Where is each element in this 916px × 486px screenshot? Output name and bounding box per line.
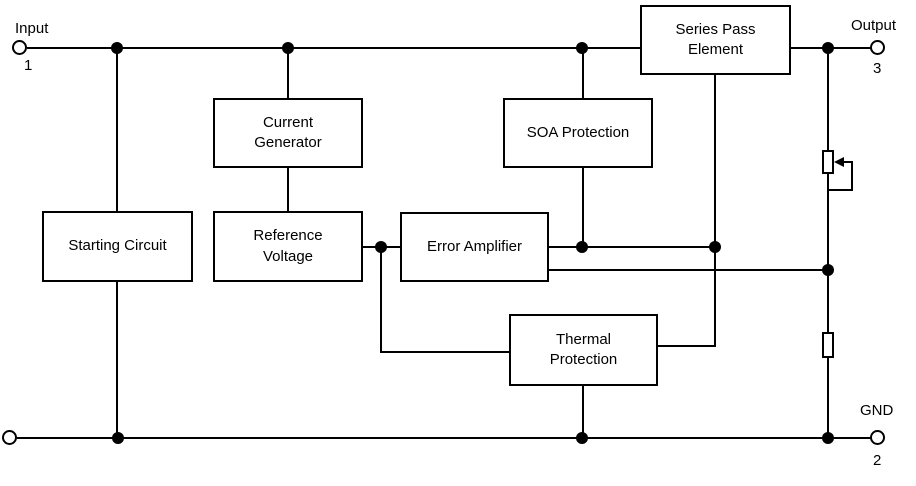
- output-label: Output: [851, 17, 897, 34]
- junction-dot: [822, 432, 834, 444]
- wire-rail-to-current-generator: [287, 48, 289, 99]
- block-soa-protection: SOA Protection: [503, 98, 653, 168]
- junction-dot: [576, 42, 588, 54]
- wiper-arrow-line: [843, 161, 853, 163]
- junction-dot: [112, 432, 124, 444]
- block-reference-voltage: Reference Voltage: [213, 211, 363, 282]
- gnd-pin-number: 2: [873, 452, 882, 469]
- wire-node-to-thermal-left: [380, 351, 511, 353]
- wire-starting-circuit-to-ground: [116, 281, 118, 438]
- junction-dot: [576, 241, 588, 253]
- wire-output-rail-middle: [827, 173, 829, 333]
- wire-input-top-rail: [27, 47, 641, 49]
- wiper-return-horizontal: [828, 189, 853, 191]
- junction-dot: [111, 42, 123, 54]
- input-label: Input: [15, 20, 49, 37]
- block-series-pass-element: Series Pass Element: [640, 5, 791, 75]
- junction-dot: [822, 264, 834, 276]
- block-thermal-protection: Thermal Protection: [509, 314, 658, 386]
- wire-error-amplifier-upper-output: [548, 246, 716, 248]
- junction-dot: [709, 241, 721, 253]
- wire-output-rail-lower: [827, 357, 829, 438]
- junction-dot: [576, 432, 588, 444]
- wire-soa-protection-to-error-output: [582, 167, 584, 248]
- gnd-terminal-icon: [870, 430, 885, 445]
- junction-dot: [822, 42, 834, 54]
- block-error-amplifier: Error Amplifier: [400, 212, 549, 282]
- output-pin-number: 3: [873, 60, 882, 77]
- wire-rail-to-starting-circuit: [116, 48, 118, 212]
- block-current-generator: Current Generator: [213, 98, 363, 168]
- junction-dot: [375, 241, 387, 253]
- wire-rail-to-soa-protection: [582, 48, 584, 99]
- block-starting-circuit: Starting Circuit: [42, 211, 193, 282]
- bottom-left-terminal-icon: [2, 430, 17, 445]
- wire-output-rail-upper: [827, 48, 829, 152]
- wiper-arrow-icon: [834, 157, 844, 167]
- wiper-return-vertical: [851, 161, 853, 191]
- wire-error-amplifier-feedback-input: [548, 269, 829, 271]
- wire-current-generator-to-reference: [287, 167, 289, 212]
- output-terminal-icon: [870, 40, 885, 55]
- junction-dot: [282, 42, 294, 54]
- wire-ground-bottom-rail: [17, 437, 871, 439]
- wire-drive-line-to-thermal-right: [657, 345, 716, 347]
- gnd-label: GND: [860, 402, 894, 419]
- input-terminal-icon: [12, 40, 27, 55]
- wire-thermal-protection-to-ground: [582, 385, 584, 438]
- wire-series-pass-drive-line: [714, 74, 716, 347]
- fixed-resistor: [822, 332, 834, 358]
- wire-reference-node-drop: [380, 247, 382, 353]
- input-pin-number: 1: [24, 57, 33, 74]
- adjustable-resistor: [822, 150, 834, 174]
